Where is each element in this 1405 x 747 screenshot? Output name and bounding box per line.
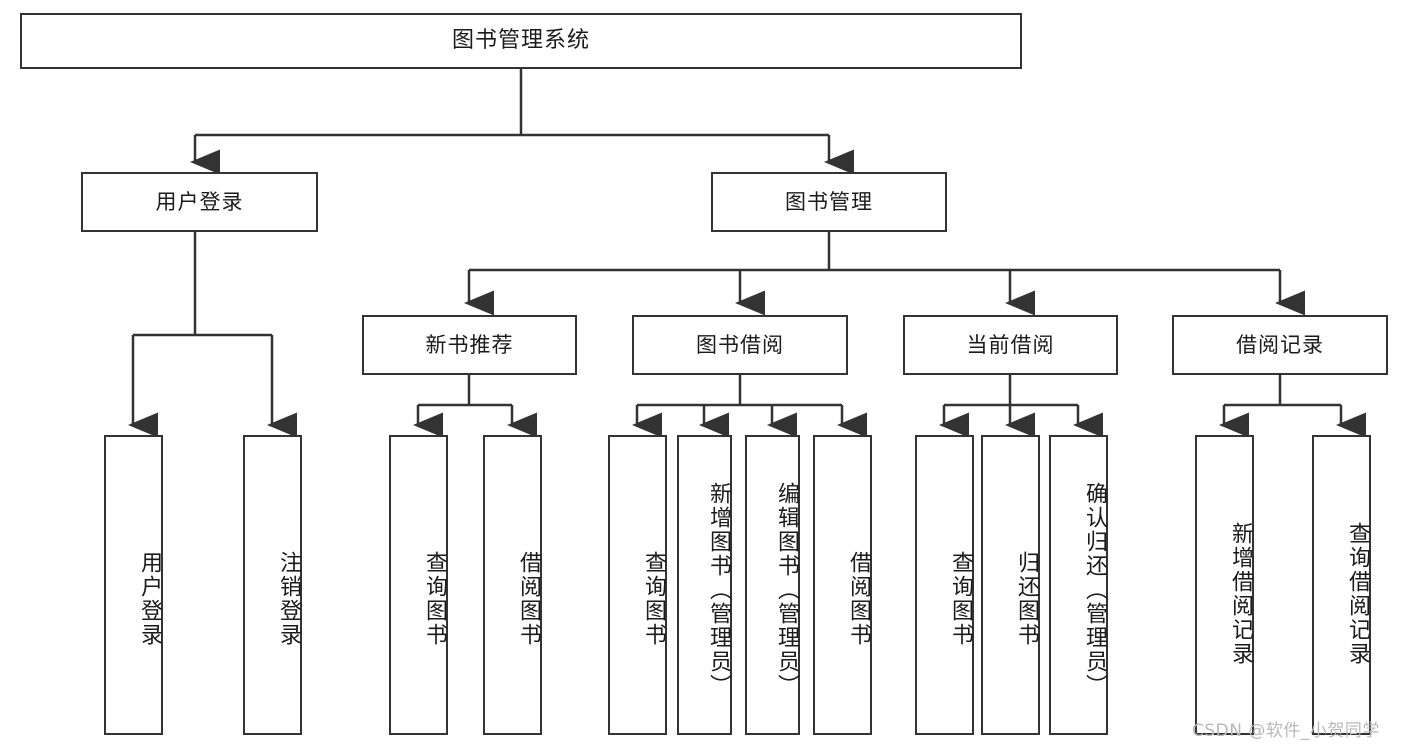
node-label: 借阅图书 [516,551,541,647]
node-user-login[interactable]: 用户登录 [81,172,318,232]
node-label: 图书管理 [785,189,873,214]
node-label: 当前借阅 [966,332,1055,357]
leaf-query-book-current[interactable]: 查询图书 [915,435,974,735]
node-borrow-records[interactable]: 借阅记录 [1172,315,1388,375]
node-root-system[interactable]: 图书管理系统 [20,13,1022,69]
node-label: 借阅图书 [846,551,871,647]
csdn-watermark: CSDN @软件_小贺同学 [1192,721,1380,741]
leaf-user-login[interactable]: 用户登录 [104,435,163,735]
node-label: 图书借阅 [696,332,784,357]
leaf-add-book-admin[interactable]: 新增图书（管理员） [677,435,732,735]
node-book-management[interactable]: 图书管理 [711,172,947,232]
node-label: 查询图书 [641,551,666,647]
leaf-borrow-book-recommend[interactable]: 借阅图书 [483,435,542,735]
leaf-borrow-book[interactable]: 借阅图书 [813,435,872,735]
leaf-query-borrow-record[interactable]: 查询借阅记录 [1312,435,1371,735]
node-label: 新增借阅记录 [1228,522,1253,666]
leaf-add-borrow-record[interactable]: 新增借阅记录 [1195,435,1254,735]
node-label: 图书管理系统 [451,28,590,54]
node-label: 查询图书 [948,551,973,647]
node-label: 借阅记录 [1236,332,1324,357]
leaf-query-book-recommend[interactable]: 查询图书 [389,435,448,735]
leaf-return-book[interactable]: 归还图书 [981,435,1040,735]
node-label: 新书推荐 [425,332,514,357]
node-book-borrow[interactable]: 图书借阅 [632,315,848,375]
node-label: 查询图书 [422,551,447,647]
node-label: 确认归还（管理员） [1082,482,1107,698]
node-label: 查询借阅记录 [1345,522,1370,666]
leaf-logout[interactable]: 注销登录 [243,435,302,735]
node-current-borrow[interactable]: 当前借阅 [903,315,1118,375]
node-label: 注销登录 [276,551,301,647]
node-label: 新增图书（管理员） [706,482,731,698]
leaf-edit-book-admin[interactable]: 编辑图书（管理员） [745,435,800,735]
node-label: 用户登录 [155,189,244,214]
leaf-confirm-return-admin[interactable]: 确认归还（管理员） [1049,435,1108,735]
leaf-query-book-borrow[interactable]: 查询图书 [608,435,667,735]
node-new-book-recommend[interactable]: 新书推荐 [362,315,577,375]
node-label: 编辑图书（管理员） [774,482,799,698]
node-label: 归还图书 [1014,551,1039,647]
node-label: 用户登录 [137,551,162,647]
